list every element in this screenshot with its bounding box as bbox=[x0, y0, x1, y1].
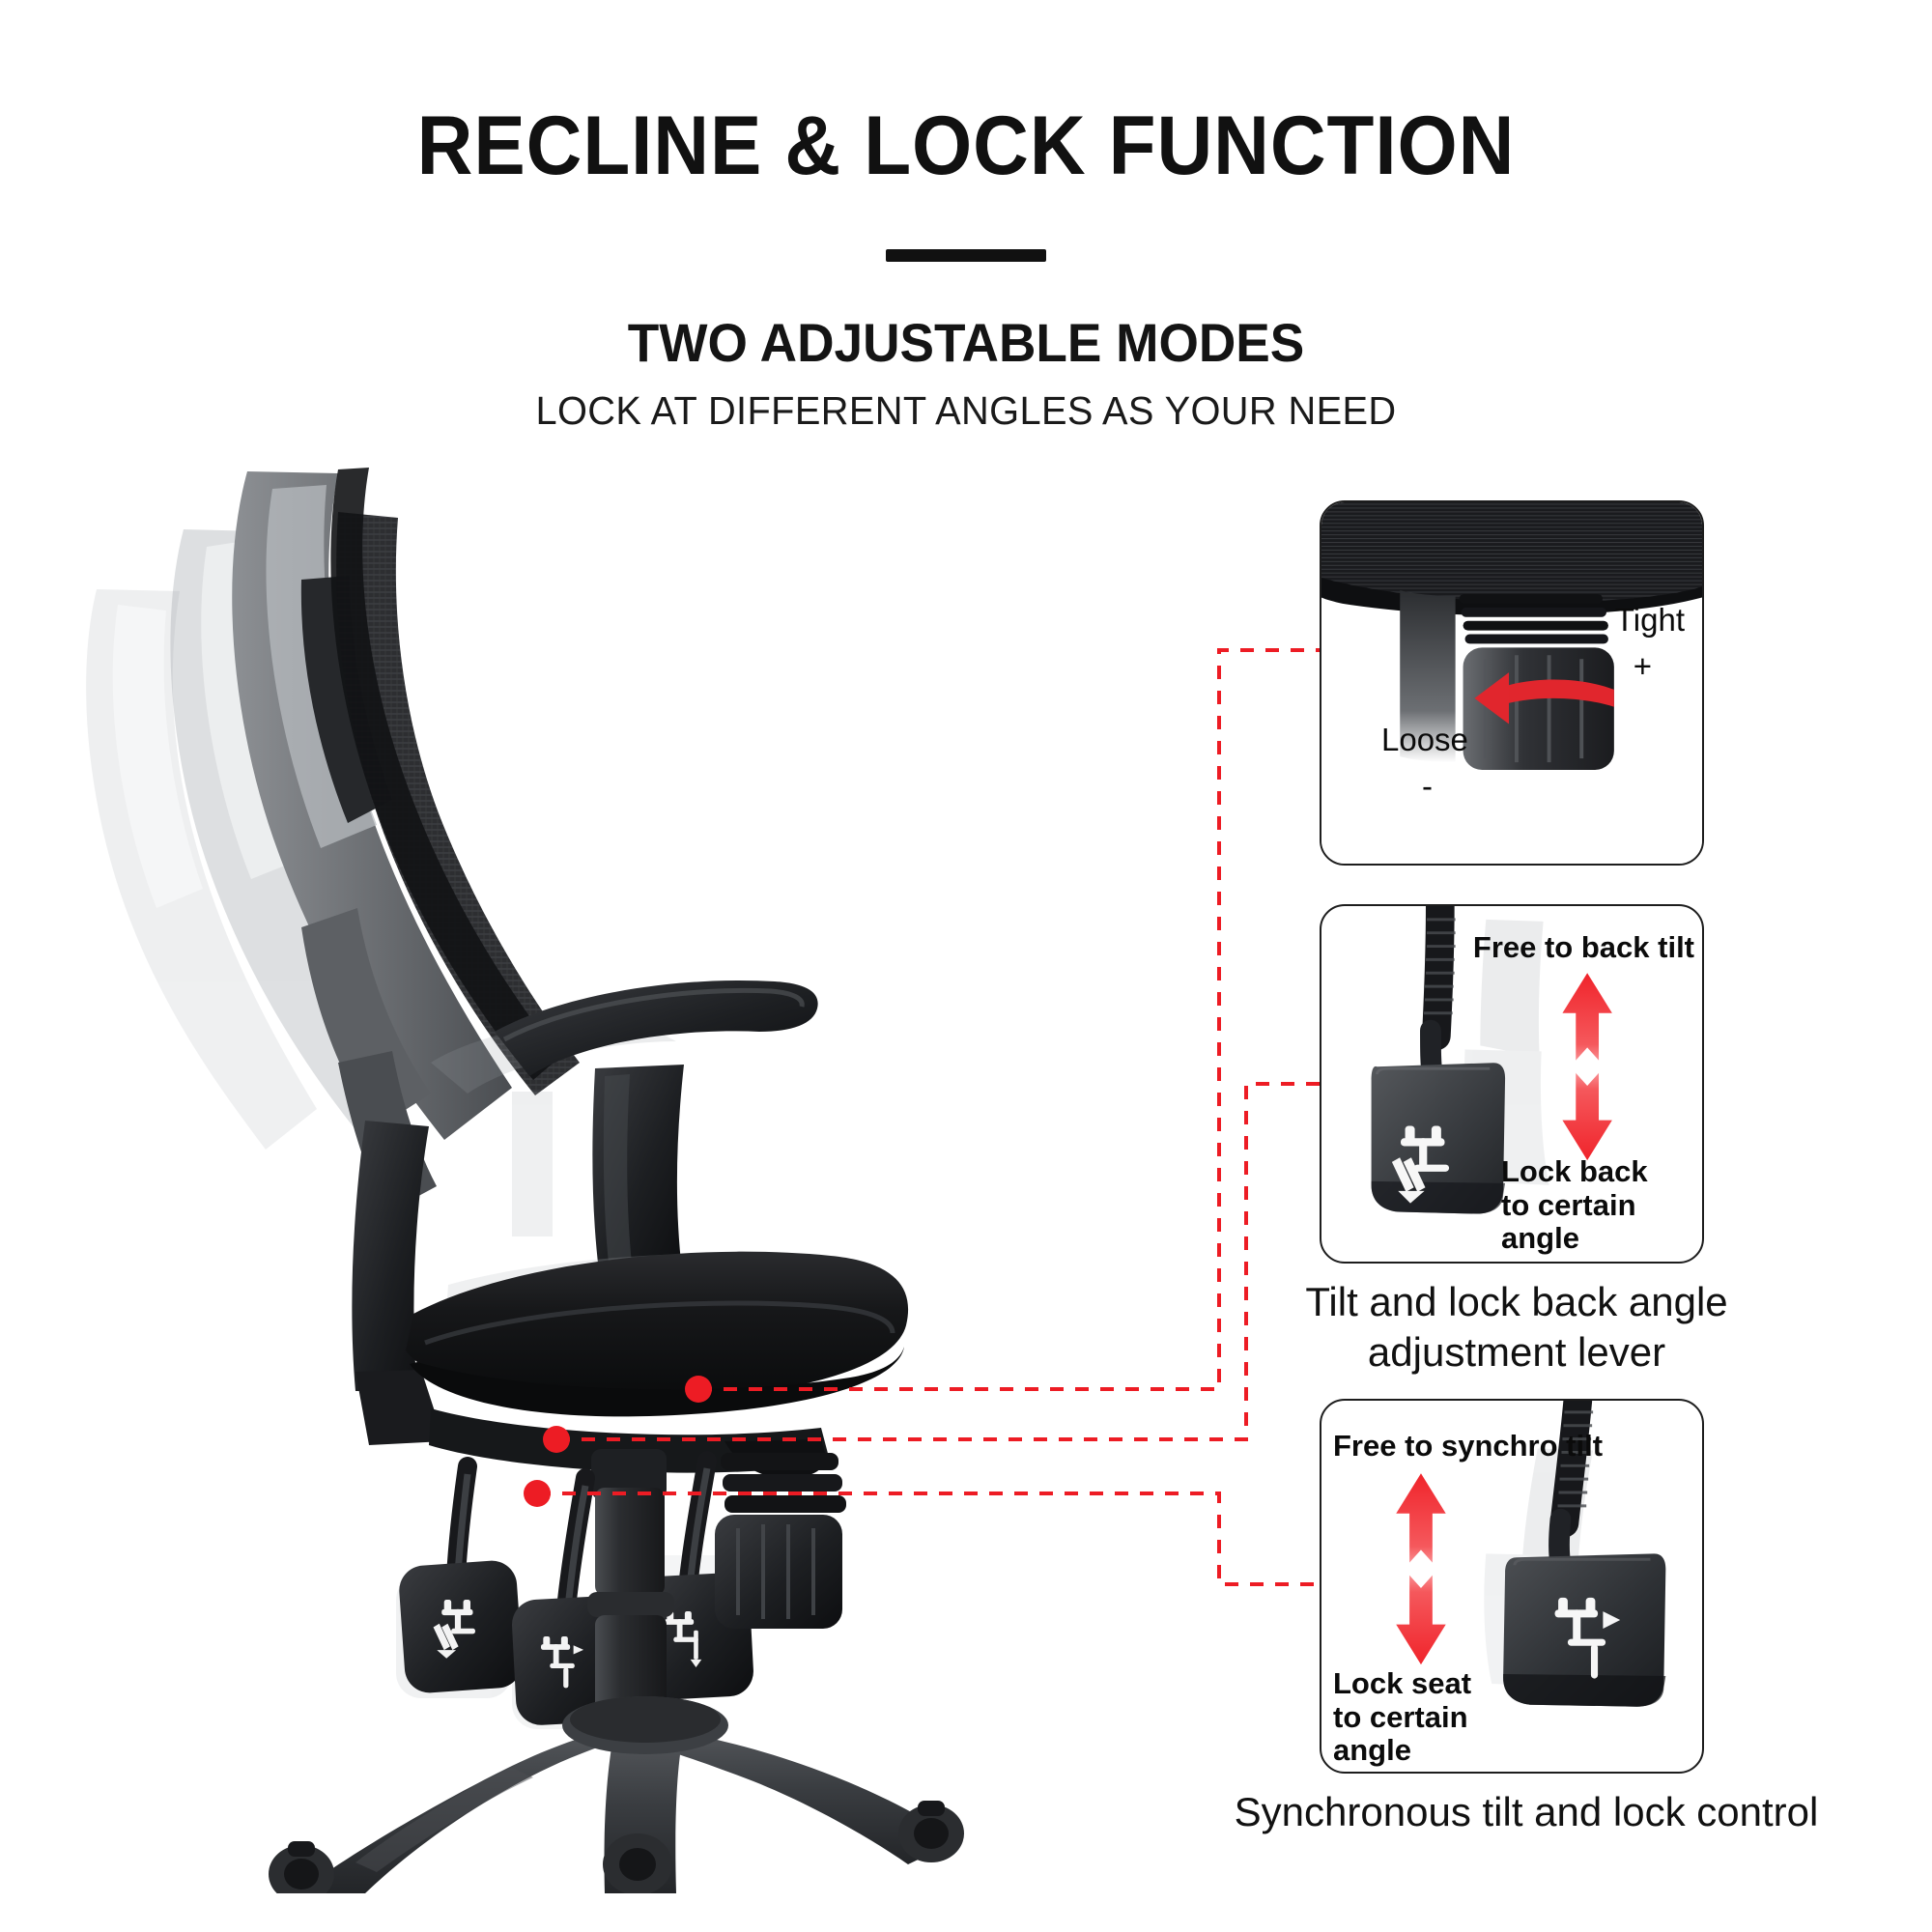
caption-tilt-lock-lever: Tilt and lock back angle adjustment leve… bbox=[1236, 1277, 1797, 1378]
panel2-bottom-line2: to certain angle bbox=[1501, 1187, 1636, 1256]
subtitle: TWO ADJUSTABLE MODES bbox=[627, 312, 1305, 373]
page-title: RECLINE & LOCK FUNCTION bbox=[416, 99, 1516, 192]
caption-2-line2: adjustment lever bbox=[1367, 1329, 1666, 1376]
product-photo-chair bbox=[58, 386, 1024, 1893]
panel1-tight-label: Tight bbox=[1614, 602, 1685, 638]
synchro-tilt-pictogram bbox=[1554, 1597, 1621, 1679]
panel3-bottom-line2: to certain angle bbox=[1333, 1699, 1468, 1768]
detail-panel-synchro-tilt[interactable]: Free to synchro tilt Lock seat to certai… bbox=[1320, 1399, 1704, 1774]
detail-panel-tilt-lock-back[interactable]: Free to back tilt Lock back to certain a… bbox=[1320, 904, 1704, 1264]
panel1-loose-label: Loose bbox=[1381, 722, 1468, 757]
vertical-double-arrow bbox=[1562, 973, 1612, 1161]
caption-2-line1: Tilt and lock back angle bbox=[1305, 1279, 1728, 1324]
tagline: LOCK AT DIFFERENT ANGLES AS YOUR NEED bbox=[535, 388, 1397, 433]
caster-wheels bbox=[269, 1801, 964, 1893]
caption-3-line1: Synchronous tilt and lock control bbox=[1234, 1789, 1819, 1834]
backrest-frame bbox=[232, 468, 580, 1140]
seat-cushion bbox=[406, 1251, 909, 1417]
panel3-bottom-label: Lock seat to certain angle bbox=[1333, 1666, 1536, 1768]
panel2-bottom-label: Lock back to certain angle bbox=[1501, 1154, 1694, 1256]
panel2-top-label: Free to back tilt bbox=[1472, 930, 1694, 964]
ghost-backrest-far bbox=[86, 589, 317, 1150]
backrest-post bbox=[352, 1121, 444, 1445]
panel1-minus-sign: - bbox=[1422, 768, 1433, 804]
tension-knob bbox=[715, 1439, 846, 1629]
panel2-bottom-line1: Lock back bbox=[1501, 1154, 1648, 1188]
panel3-bottom-line1: Lock seat bbox=[1333, 1666, 1472, 1700]
lever-tilt-lock-back bbox=[399, 1457, 523, 1693]
panel1-plus-sign: + bbox=[1633, 648, 1652, 684]
caption-synchro-tilt-control: Synchronous tilt and lock control bbox=[1188, 1787, 1864, 1837]
title-divider bbox=[886, 249, 1046, 262]
panel3-top-label: Free to synchro tilt bbox=[1333, 1429, 1604, 1463]
vertical-double-arrow bbox=[1396, 1473, 1446, 1665]
tilt-lock-pictogram bbox=[1391, 1125, 1450, 1204]
rotation-arrow-red bbox=[1474, 672, 1614, 724]
lever-stem bbox=[1420, 906, 1456, 1087]
detail-panel-tension-knob[interactable]: Tight + Loose - bbox=[1320, 500, 1704, 866]
